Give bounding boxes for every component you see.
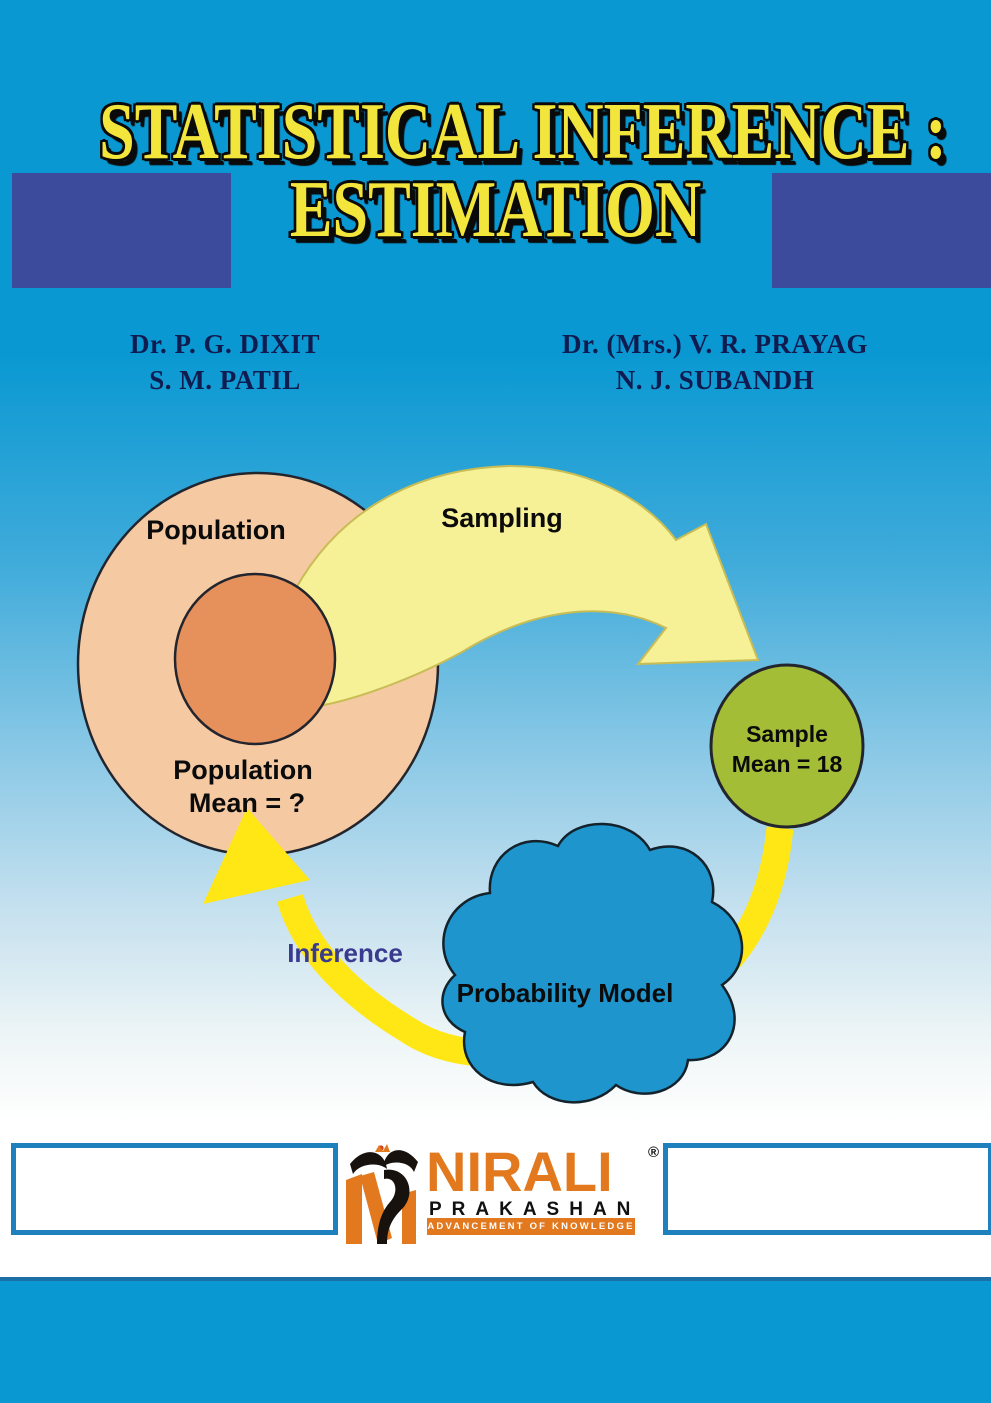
navy-banner-right <box>772 173 991 288</box>
author-name: N. J. SUBANDH <box>615 365 815 395</box>
probability-model-label: Probability Model <box>457 978 674 1008</box>
publisher-logo: NIRALI ® PRAKASHAN ADVANCEMENT OF KNOWLE… <box>340 1140 670 1252</box>
bottom-left-box <box>11 1143 338 1235</box>
inference-label: Inference <box>287 938 403 968</box>
publisher-tagline: ADVANCEMENT OF KNOWLEDGE <box>427 1218 635 1235</box>
sample-label-line2: Mean = 18 <box>732 751 843 777</box>
population-label: Population <box>146 515 285 545</box>
authors-right: Dr. (Mrs.) V. R. PRAYAG N. J. SUBANDH <box>520 326 910 398</box>
publisher-subname: PRAKASHAN <box>429 1199 641 1220</box>
authors-left: Dr. P. G. DIXIT S. M. PATIL <box>60 326 390 398</box>
author-name: Dr. P. G. DIXIT <box>129 329 321 359</box>
bottom-cyan-strip <box>0 1277 991 1403</box>
population-mean-label-line1: Population <box>173 755 312 785</box>
author-name: Dr. (Mrs.) V. R. PRAYAG <box>561 329 869 359</box>
registered-trademark: ® <box>648 1144 660 1161</box>
sampling-arrow <box>293 464 760 708</box>
navy-banner-left <box>12 173 231 288</box>
bottom-right-box <box>663 1143 991 1235</box>
probability-cloud <box>441 822 744 1104</box>
inference-arrowhead <box>203 808 310 904</box>
sampling-label: Sampling <box>441 503 563 533</box>
title-line-2: ESTIMATION <box>289 166 702 254</box>
population-mean-circle <box>173 572 337 746</box>
author-name: S. M. PATIL <box>149 365 301 395</box>
publisher-name: NIRALI <box>426 1140 613 1203</box>
sample-label-line1: Sample <box>746 721 828 747</box>
sample-circle <box>709 663 865 829</box>
title-line-1: STATISTICAL INFERENCE : <box>99 88 947 176</box>
population-mean-label-line2: Mean = ? <box>189 788 305 818</box>
nirali-logo-mark <box>346 1144 418 1244</box>
